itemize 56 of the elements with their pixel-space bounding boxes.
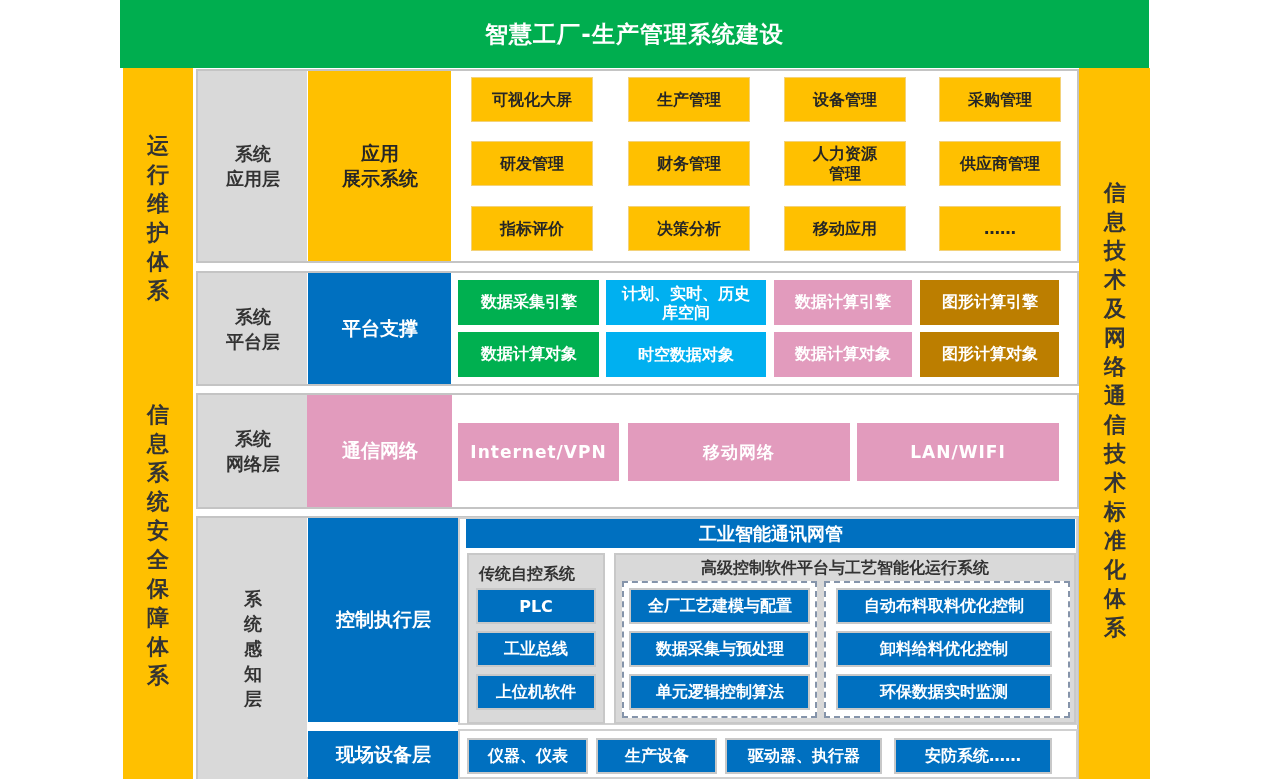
module-box: 数据计算对象 xyxy=(774,332,912,377)
module-box: 设备管理 xyxy=(784,77,906,122)
module-box: …… xyxy=(939,206,1061,251)
side-band xyxy=(123,68,193,779)
module-box: 仪器、仪表 xyxy=(467,738,588,774)
group-panel xyxy=(614,553,1076,724)
layer-label-box: 系统感知层 xyxy=(198,518,307,779)
layer-label-box: 系统平台层 xyxy=(198,273,307,384)
module-box: 数据采集引擎 xyxy=(458,280,599,325)
module-box: 数据计算对象 xyxy=(458,332,599,377)
module-box: 环保数据实时监测 xyxy=(836,674,1052,710)
module-box: 财务管理 xyxy=(628,141,750,186)
module-box: 计划、实时、历史库空间 xyxy=(606,280,766,325)
title-banner: 智慧工厂-生产管理系统建设 xyxy=(120,0,1149,68)
layer-title-box: 控制执行层 xyxy=(308,518,458,722)
module-box: Internet/VPN xyxy=(458,423,619,481)
module-box: 生产管理 xyxy=(628,77,750,122)
module-box: 数据采集与预处理 xyxy=(629,631,810,667)
module-box: 数据计算引擎 xyxy=(774,280,912,325)
module-box: 决策分析 xyxy=(628,206,750,251)
vertical-label: 信息系统安全保障体系 xyxy=(146,401,170,690)
group-panel xyxy=(467,553,605,724)
vertical-label: 运行维护体系 xyxy=(146,132,170,305)
module-box: 全厂工艺建模与配置 xyxy=(629,588,810,624)
layer-title-box: 现场设备层 xyxy=(308,731,458,779)
layer-title-box: 应用展示系统 xyxy=(308,71,451,261)
module-box: 采购管理 xyxy=(939,77,1061,122)
module-box: 工业总线 xyxy=(476,631,596,667)
module-box: 人力资源管理 xyxy=(784,141,906,186)
module-box: 指标评价 xyxy=(471,206,593,251)
module-box: 可视化大屏 xyxy=(471,77,593,122)
layer-title-box: 平台支撑 xyxy=(308,273,451,384)
module-box: 驱动器、执行器 xyxy=(725,738,882,774)
module-box: 时空数据对象 xyxy=(606,332,766,377)
side-band xyxy=(1079,68,1150,779)
module-box: 供应商管理 xyxy=(939,141,1061,186)
module-box: 安防系统…… xyxy=(894,738,1052,774)
module-box: 自动布料取料优化控制 xyxy=(836,588,1052,624)
module-box: 上位机软件 xyxy=(476,674,596,710)
module-box: 单元逻辑控制算法 xyxy=(629,674,810,710)
vertical-label: 信息技术及网络通信技术标准化体系 xyxy=(1102,179,1127,642)
layer-title-box: 通信网络 xyxy=(307,395,452,507)
module-box: 移动网络 xyxy=(628,423,850,481)
layer-label-box: 系统应用层 xyxy=(198,71,307,261)
module-box: 研发管理 xyxy=(471,141,593,186)
layer-label-box: 系统网络层 xyxy=(198,395,307,507)
module-box: PLC xyxy=(476,588,596,624)
module-box: 卸料给料优化控制 xyxy=(836,631,1052,667)
module-box: 图形计算对象 xyxy=(920,332,1059,377)
module-box: 图形计算引擎 xyxy=(920,280,1059,325)
group-heading: 高级控制软件平台与工艺智能化运行系统 xyxy=(701,558,989,578)
group-heading: 传统自控系统 xyxy=(479,564,575,584)
module-box: 生产设备 xyxy=(596,738,717,774)
module-box: 移动应用 xyxy=(784,206,906,251)
network-banner: 工业智能通讯网管 xyxy=(466,519,1075,548)
module-box: LAN/WIFI xyxy=(857,423,1059,481)
